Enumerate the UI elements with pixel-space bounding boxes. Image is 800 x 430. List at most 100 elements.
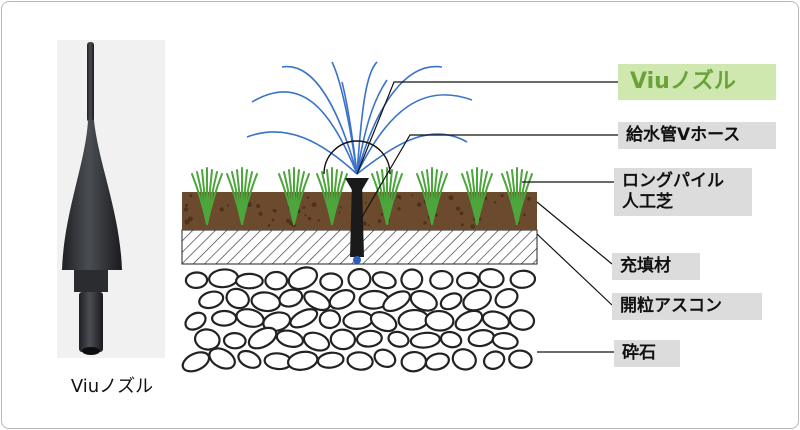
gravel-stone [491, 331, 519, 350]
spray-arc [251, 91, 358, 175]
gravel-stone [481, 310, 511, 330]
gravel-stone [262, 311, 292, 333]
grass-blade [476, 173, 493, 225]
gravel-stone [289, 308, 319, 329]
gravel-stone [264, 270, 289, 291]
soil-grain [527, 196, 531, 201]
gravel-stone [371, 271, 397, 290]
gravel-stone [508, 349, 533, 369]
callout-turf-line1: ロングパイル [622, 171, 724, 191]
gravel-stone [318, 309, 342, 330]
soil-grain [397, 207, 401, 211]
spray-arc [246, 131, 358, 175]
soil-grain [397, 195, 401, 199]
soil-grain [448, 195, 454, 201]
gravel-stone [302, 331, 331, 352]
soil-grain [338, 211, 341, 214]
gravel-stone [409, 289, 438, 312]
soil-grain [423, 221, 427, 225]
gravel-stone [237, 349, 262, 369]
gravel-stone [211, 309, 238, 327]
gravel-stone [409, 331, 441, 349]
gravel-stone [286, 350, 319, 371]
callout-infill-text: 充填材 [620, 256, 671, 276]
gravel-stone [509, 269, 537, 289]
soil-grain [364, 201, 367, 204]
gravel-stone [225, 287, 250, 310]
soil-grain [377, 219, 382, 224]
grass-blade [206, 173, 223, 225]
gravel-stone [346, 351, 374, 371]
soil-grain [258, 211, 263, 216]
soil-grain [500, 194, 504, 198]
soil-grain [339, 206, 342, 209]
callout-infill: 充填材 [612, 253, 700, 280]
grass-blade [293, 173, 310, 225]
grass-blades [191, 167, 533, 225]
gravel-stone [373, 348, 397, 369]
soil-grain [189, 194, 193, 198]
callout-nozzle-text: Viuノズル [630, 69, 736, 94]
gravel-stone [439, 330, 463, 349]
gravel-stone [184, 311, 207, 331]
soil-grain [459, 211, 464, 216]
soil-grain [317, 219, 321, 222]
soil-grain [461, 223, 464, 227]
soil-grain [470, 224, 475, 229]
gravel-stone [429, 269, 454, 290]
soil-grain [306, 196, 310, 199]
callout-turf: ロングパイル 人工芝 [614, 168, 752, 216]
gravel-stone [454, 309, 484, 332]
soil-grain [256, 203, 261, 209]
gravel-stone [494, 287, 519, 309]
spray-arc [356, 79, 388, 175]
callout-hose: 給水管Vホース [618, 122, 776, 149]
spray-arc [356, 133, 468, 175]
gravel-stone [462, 288, 492, 312]
leader-lines [356, 81, 618, 353]
callout-hose-text: 給水管Vホース [626, 125, 741, 145]
gravel-stone [193, 328, 221, 351]
gravel-stone [439, 292, 463, 311]
gravel-stone [424, 352, 450, 371]
gravel-stone [369, 311, 398, 333]
water-spray [246, 61, 473, 175]
embedded-nozzle-icon [345, 178, 369, 264]
soil-grain [188, 216, 193, 222]
gravel-stone [316, 351, 345, 369]
soil-grain [411, 194, 414, 197]
product-caption: Viuノズル [70, 376, 154, 397]
soil-grain [271, 218, 275, 222]
gravel-stone [198, 290, 225, 310]
callout-gravel-text: 砕石 [622, 343, 656, 363]
soil-grain [455, 206, 461, 211]
gravel-stone [478, 268, 505, 289]
callout-gravel: 砕石 [614, 340, 680, 367]
gravel-stone [278, 288, 304, 308]
gravel-stone [451, 348, 477, 371]
soil-grain [302, 206, 306, 209]
spray-arc [281, 65, 358, 175]
soil-grain [311, 202, 317, 208]
gravel-stone [382, 290, 411, 313]
gravel-stone [222, 331, 247, 350]
soil-grain [183, 207, 189, 212]
soil-grain [367, 224, 370, 227]
soil-grain [416, 202, 422, 207]
soil-grain [307, 217, 312, 221]
gravel-stone [400, 268, 424, 291]
callout-turf-line2: 人工芝 [622, 192, 673, 212]
spray-dome [323, 140, 391, 175]
soil-grain [185, 203, 189, 207]
grass-blade [331, 173, 348, 225]
gravel-stone [287, 266, 319, 291]
spray-arc [356, 61, 378, 175]
soil-grain [304, 214, 307, 217]
callout-ascon-text: 開粒アスコン [620, 296, 722, 316]
gravel-stone [355, 329, 383, 348]
soil-grain [184, 219, 190, 225]
grass-blade [431, 173, 448, 225]
soil-grain [493, 201, 497, 204]
gravel-stone [319, 272, 344, 292]
